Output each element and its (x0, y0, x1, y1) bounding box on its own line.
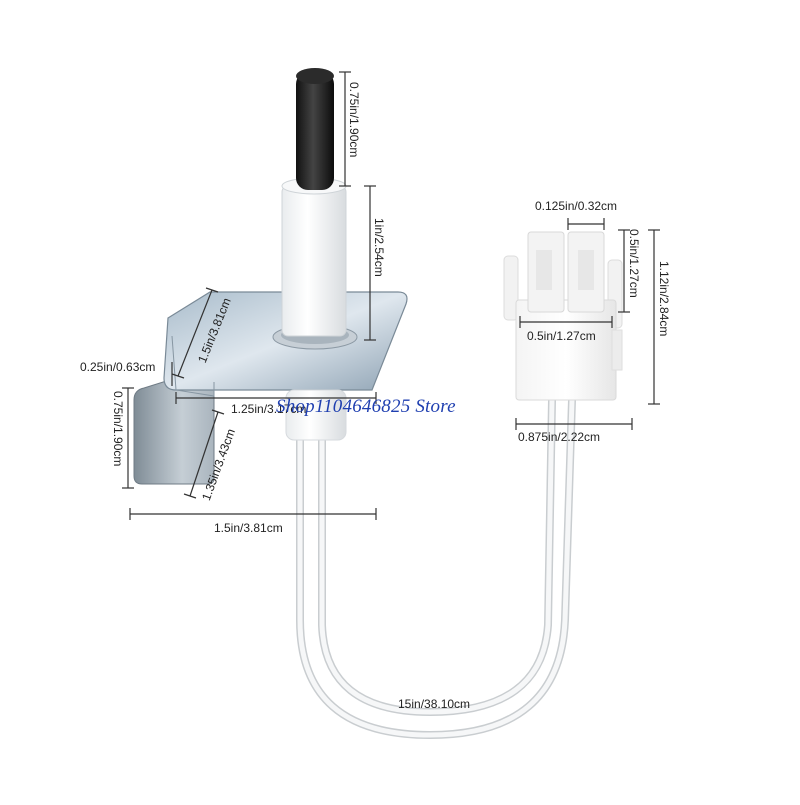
plug-connector (503, 231, 623, 401)
bracket-tab (133, 377, 215, 485)
plug-width-label: 0.875in/2.22cm (518, 430, 601, 444)
bracket-total-width-label: 1.5in/3.81cm (214, 521, 283, 535)
pin-height-label: 0.5in/1.27cm (627, 229, 641, 298)
sleeve-length-label: 1in/2.54cm (372, 218, 386, 277)
pin-gap-label: 0.125in/0.32cm (535, 199, 618, 213)
dimension-lines (122, 71, 660, 520)
igniter-rod (296, 68, 334, 190)
plug-inner-width-label: 0.5in/1.27cm (527, 329, 596, 343)
tab-height-label: 0.75in/1.90cm (111, 391, 125, 467)
rod-length-label: 0.75in/1.90cm (347, 82, 361, 158)
store-watermark: Shop1104646825 Store (276, 396, 456, 417)
plug-height-label: 1.12in/2.84cm (657, 261, 671, 337)
bracket-width-label: 1.25in/3.17cm (231, 402, 307, 416)
wire-length-label: 15in/38.10cm (398, 697, 471, 711)
bracket-thickness-label: 0.25in/0.63cm (80, 360, 156, 374)
wire-loop (296, 396, 576, 740)
